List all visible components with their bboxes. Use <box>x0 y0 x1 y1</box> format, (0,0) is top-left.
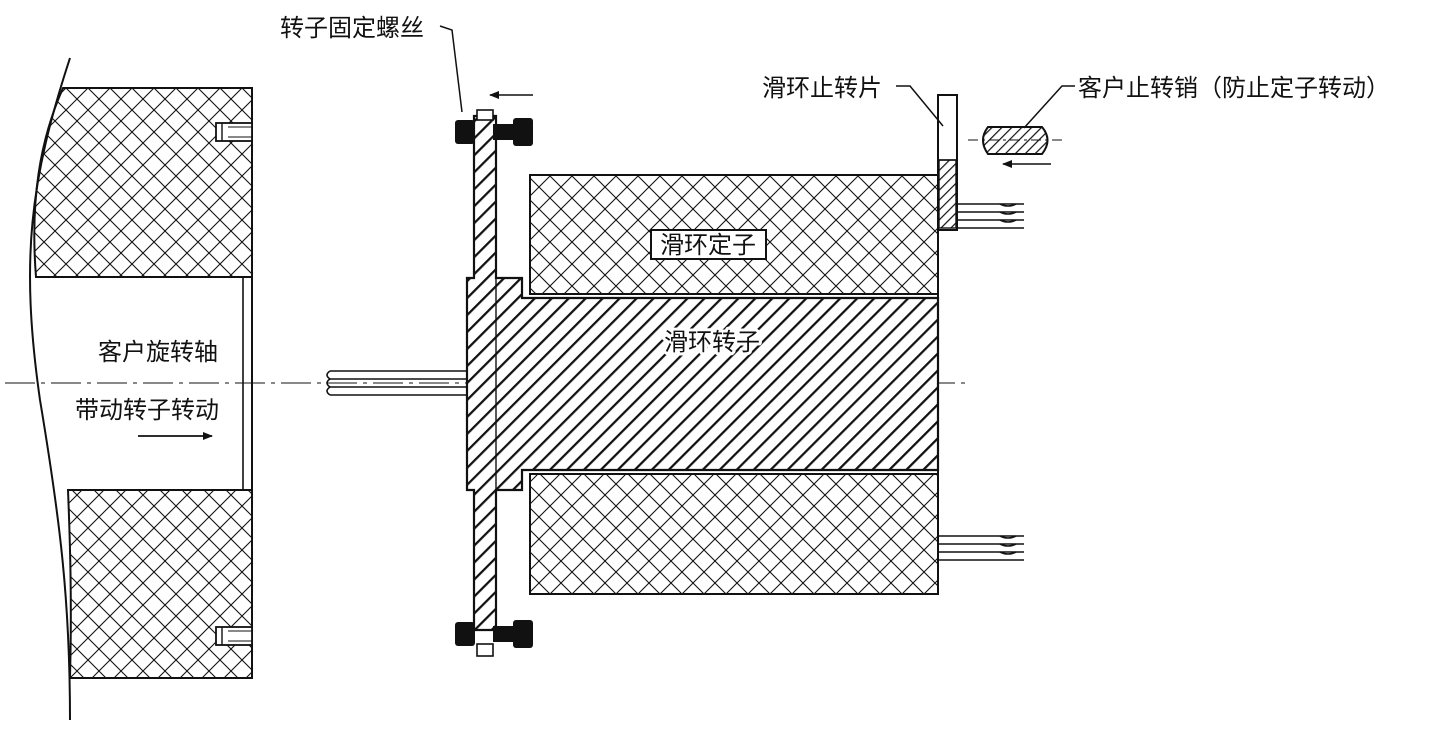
label-rotor-screw: 转子固定螺丝 <box>280 14 424 42</box>
label-rotor: 滑环转子 <box>664 328 760 356</box>
stator-lead-wires-top <box>957 203 1024 229</box>
leader-stop-tab <box>896 85 944 127</box>
shaft-thread-hole-bottom <box>215 626 253 646</box>
label-stop-tab: 滑环止转片 <box>762 74 882 102</box>
label-shaft-line2: 带动转子转动 <box>75 396 219 424</box>
customer-anti-rotation-pin <box>968 126 1065 168</box>
shaft-thread-hole-top <box>215 122 253 142</box>
rotor-screw-top <box>455 109 533 146</box>
leader-customer-pin <box>1023 85 1075 129</box>
shaft-upper-hatch <box>33 87 253 278</box>
shaft-lower-hatch <box>66 489 253 679</box>
slip-ring-stator <box>529 174 939 595</box>
label-customer-pin: 客户止转销（防止定子转动） <box>1078 74 1390 102</box>
rotor-flange-body <box>465 114 940 632</box>
anti-rotation-tab <box>937 94 958 231</box>
leader-rotor-screw <box>439 25 463 113</box>
rotor-lead-wires <box>326 370 467 396</box>
stator-label-box <box>650 229 767 260</box>
stator-lower-hatch <box>529 473 939 595</box>
leader-lines <box>439 25 1075 129</box>
label-stator: 滑环定子 <box>660 231 756 259</box>
rotor-screw-bottom <box>455 620 533 657</box>
slip-ring-rotor <box>465 114 940 632</box>
customer-shaft <box>29 57 253 721</box>
label-shaft-line1: 客户旋转轴 <box>98 338 218 366</box>
stator-lead-wires-bottom <box>938 535 1024 561</box>
